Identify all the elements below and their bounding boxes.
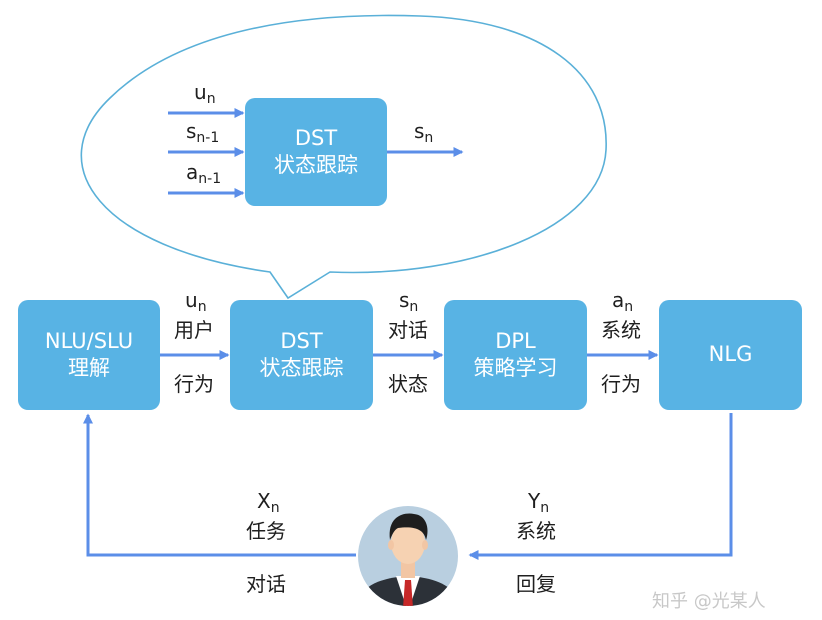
nlu-title: NLU/SLU xyxy=(44,328,134,353)
nlg-box: NLG xyxy=(659,300,802,410)
label-task-dialog: 对话 xyxy=(246,572,286,596)
dpl-subtitle: 策略学习 xyxy=(473,356,558,380)
label-un: un xyxy=(185,288,207,316)
zoom-dst-box: DST 状态跟踪 xyxy=(245,98,387,206)
label-sn: sn xyxy=(399,288,419,316)
label-input-un: un xyxy=(194,80,216,108)
label-yn: Yn xyxy=(528,489,550,517)
label-state: 状态 xyxy=(388,372,428,396)
label-xn: Xn xyxy=(257,489,280,517)
label-user-behavior: 行为 xyxy=(174,372,214,396)
dst-subtitle: 状态跟踪 xyxy=(259,356,344,380)
dst-box: DST 状态跟踪 xyxy=(230,300,373,410)
label-input-sn1: sn-1 xyxy=(186,119,220,147)
label-input-an1: an-1 xyxy=(186,160,222,188)
label-user: 用户 xyxy=(174,318,214,342)
label-system: 系统 xyxy=(601,318,641,342)
label-output-sn: sn xyxy=(414,119,434,147)
nlg-title: NLG xyxy=(708,342,753,367)
arrow-user-to-nlu xyxy=(83,413,356,557)
label-an: an xyxy=(612,288,634,316)
nlu-box: NLU/SLU 理解 xyxy=(18,300,160,410)
arrow-nlg-to-user xyxy=(468,413,733,560)
watermark: 知乎 @光某人 xyxy=(652,591,766,612)
dpl-box: DPL 策略学习 xyxy=(444,300,587,410)
label-dialog: 对话 xyxy=(388,318,428,342)
label-task: 任务 xyxy=(246,519,286,543)
nlu-subtitle: 理解 xyxy=(68,356,110,380)
zoom-dst-title: DST xyxy=(294,125,338,150)
zoom-bubble-outline xyxy=(80,14,607,300)
label-system-reply-2: 回复 xyxy=(516,572,556,596)
businessman-avatar-icon xyxy=(358,506,458,606)
label-system-behavior: 行为 xyxy=(601,372,641,396)
zoom-dst-subtitle: 状态跟踪 xyxy=(274,153,358,177)
label-system-reply-1: 系统 xyxy=(516,519,556,543)
dst-title: DST xyxy=(280,328,323,353)
dpl-title: DPL xyxy=(495,328,536,353)
